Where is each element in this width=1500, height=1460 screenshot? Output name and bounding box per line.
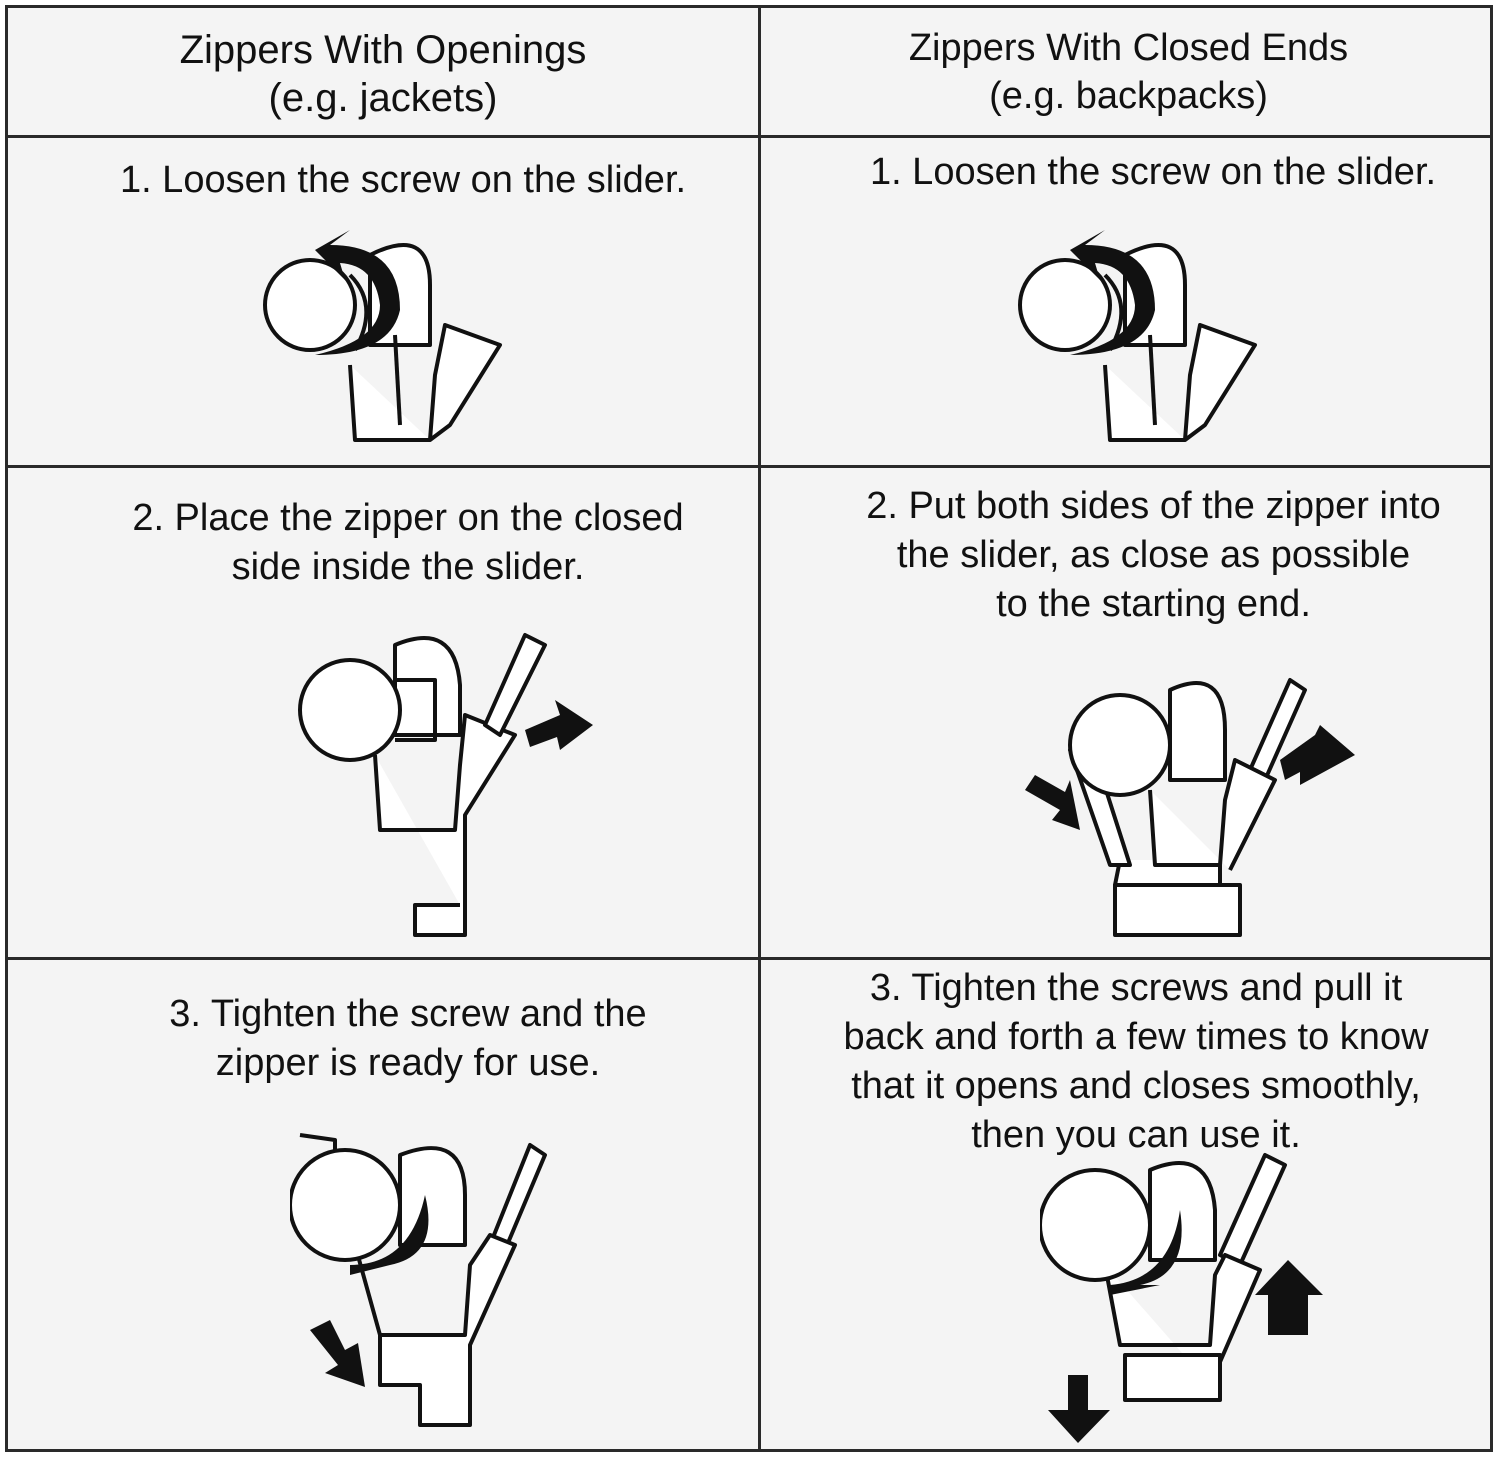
step-line: 3. Tighten the screw and the	[169, 993, 647, 1035]
slider-loosen-illustration	[1018, 230, 1257, 442]
row-divider	[8, 957, 1490, 960]
slider-insert-zipper-illustration	[298, 633, 593, 937]
right-step-2-text: 2. Put both sides of the zipper into the…	[761, 482, 1500, 629]
step-line: zipper is ready for use.	[215, 1042, 601, 1084]
step-line: 3. Tighten the screws and pull it	[869, 967, 1403, 1009]
row-divider	[8, 135, 1490, 138]
step-line: that it opens and closes smoothly,	[851, 1065, 1421, 1107]
left-step-3-text: 3. Tighten the screw and the zipper is r…	[8, 990, 808, 1088]
slider-pull-back-forth-illustration	[1040, 1153, 1323, 1443]
instruction-table: Zippers With Openings (e.g. jackets) Zip…	[5, 5, 1493, 1452]
slider-insert-both-sides-illustration	[1025, 678, 1355, 937]
header-line: Zippers With Openings	[179, 28, 587, 72]
step-line: to the starting end.	[996, 583, 1311, 625]
row-divider	[8, 465, 1490, 468]
left-step-2-text: 2. Place the zipper on the closed side i…	[8, 494, 808, 592]
step-line: side inside the slider.	[231, 546, 585, 588]
step-line: 1. Loosen the screw on the slider.	[119, 159, 687, 201]
step-line: then you can use it.	[971, 1114, 1301, 1156]
right-step-3-text: 3. Tighten the screws and pull it back a…	[761, 964, 1500, 1160]
column-divider	[758, 8, 761, 1449]
step-line: 1. Loosen the screw on the slider.	[869, 151, 1437, 193]
slider-loosen-illustration	[263, 230, 502, 442]
left-step-1-text: 1. Loosen the screw on the slider.	[8, 156, 798, 205]
step-line: the slider, as close as possible	[896, 534, 1411, 576]
right-step-1-text: 1. Loosen the screw on the slider.	[808, 148, 1498, 197]
header-line: (e.g. backpacks)	[989, 75, 1268, 117]
header-line: (e.g. jackets)	[268, 76, 498, 120]
header-line: Zippers With Closed Ends	[908, 27, 1349, 69]
step-line: 2. Put both sides of the zipper into	[866, 485, 1441, 527]
slider-tighten-illustration	[290, 1133, 547, 1427]
header-zippers-with-closed-ends: Zippers With Closed Ends (e.g. backpacks…	[761, 24, 1496, 120]
step-line: 2. Place the zipper on the closed	[132, 497, 684, 539]
step-line: back and forth a few times to know	[843, 1016, 1429, 1058]
header-zippers-with-openings: Zippers With Openings (e.g. jackets)	[8, 26, 758, 122]
